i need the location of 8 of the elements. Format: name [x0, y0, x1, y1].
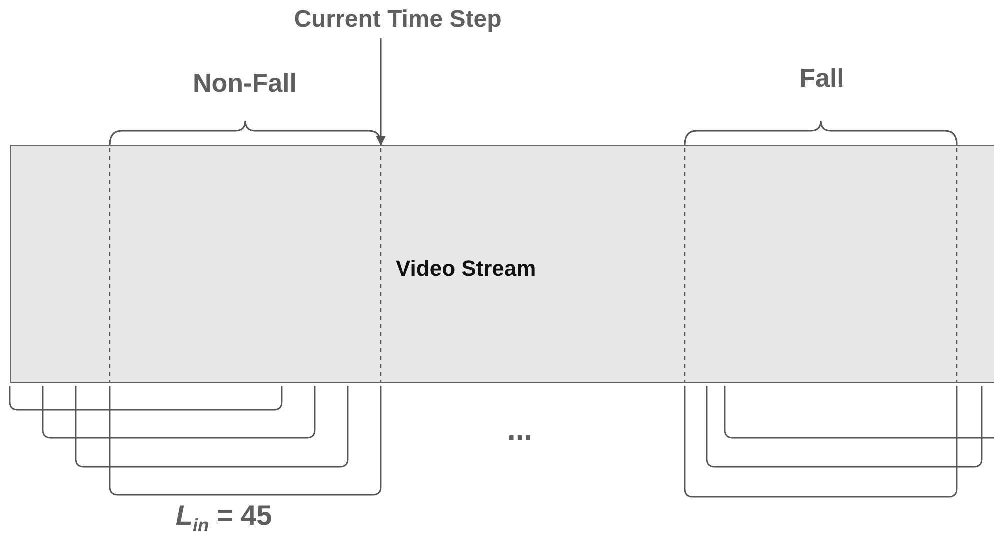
video-stream-band [10, 145, 994, 383]
band-label: Video Stream [396, 256, 536, 282]
ellipsis: ... [508, 414, 532, 448]
window-length-label: L$_{in}$ = 45 [176, 500, 272, 537]
arrow [376, 38, 386, 146]
class-label: Fall [800, 63, 844, 94]
class-label: Non-Fall [193, 68, 297, 99]
time-step-label: Current Time Step [294, 6, 502, 34]
